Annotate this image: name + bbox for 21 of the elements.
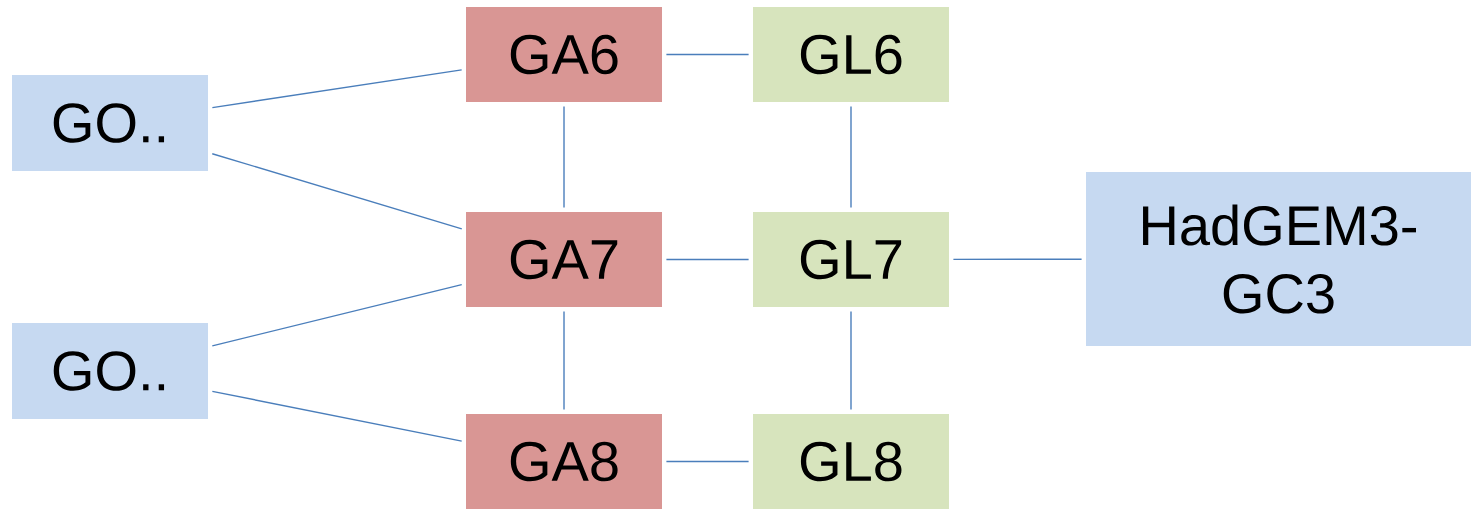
- connector-line: [211, 283, 463, 347]
- connector-line: [850, 105, 852, 209]
- connector-line: [665, 53, 750, 56]
- process-box: GL8: [753, 414, 949, 509]
- process-box: GA6: [466, 7, 662, 102]
- connector-line: [563, 310, 565, 411]
- process-box: HadGEM3-GC3: [1086, 172, 1471, 346]
- process-box: GL7: [753, 212, 949, 307]
- connector-line: [850, 310, 852, 411]
- connector-line: [665, 258, 750, 261]
- connector-line: [211, 390, 463, 442]
- process-box: GA7: [466, 212, 662, 307]
- process-box: GA8: [466, 414, 662, 509]
- connector-line: [665, 460, 750, 463]
- connector-line: [211, 153, 463, 230]
- process-box: GL6: [753, 7, 949, 102]
- connector-line: [952, 258, 1083, 261]
- connector-line: [211, 69, 463, 109]
- connector-line: [563, 105, 565, 209]
- process-box: GO..: [12, 75, 208, 171]
- process-box: GO..: [12, 323, 208, 419]
